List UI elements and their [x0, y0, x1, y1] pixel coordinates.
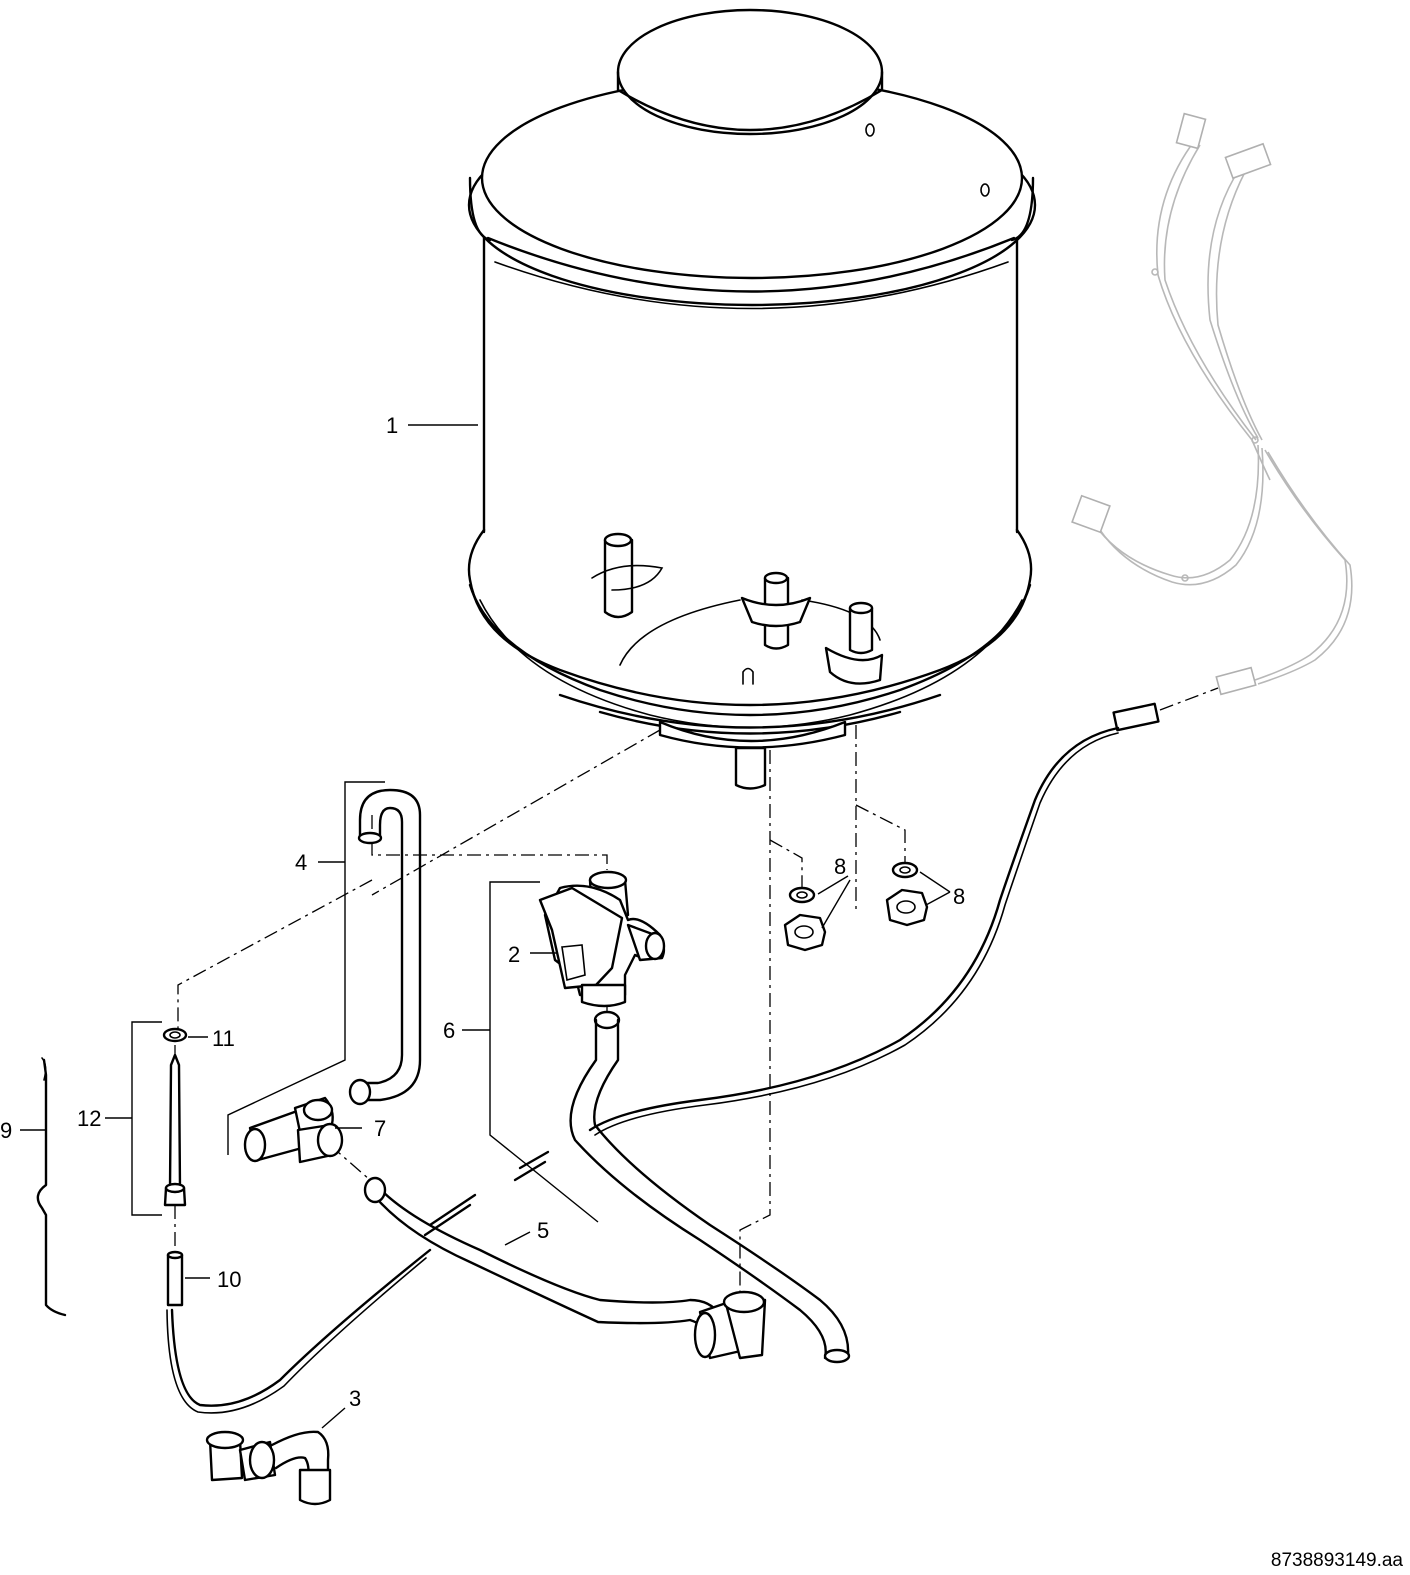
label-8-right: 8 — [953, 884, 965, 909]
part-7-t-piece — [243, 1096, 362, 1164]
label-11: 11 — [212, 1026, 235, 1051]
label-7: 7 — [374, 1116, 386, 1141]
drawing-code: 8738893149.aa — [1271, 1550, 1404, 1571]
label-3: 3 — [349, 1386, 361, 1411]
label-1: 1 — [386, 413, 398, 438]
wiring-harness — [1071, 112, 1353, 711]
label-6: 6 — [443, 1018, 455, 1043]
label-9: 9 — [0, 1118, 12, 1143]
label-5: 5 — [537, 1218, 549, 1243]
part-8-nuts-washers-left — [783, 875, 851, 952]
part-2-valve — [530, 870, 666, 1008]
callout-labels: 1 2 3 4 5 6 7 8 8 9 10 11 12 — [0, 413, 965, 1411]
part-3-elbow-pipe — [205, 1407, 346, 1506]
part-12-sensor-assembly — [105, 1021, 210, 1307]
sensor-cable — [166, 702, 1160, 1414]
part-1-cylinder-tank — [408, 8, 1037, 790]
part-6-hose — [462, 881, 851, 1364]
label-12: 12 — [77, 1106, 101, 1131]
label-8-left: 8 — [834, 854, 846, 879]
part-5-hose — [363, 1176, 767, 1360]
label-4: 4 — [295, 850, 307, 875]
assembly-lines — [174, 725, 906, 1300]
label-2: 2 — [508, 942, 520, 967]
label-10: 10 — [217, 1267, 241, 1292]
part-9-clip — [20, 1057, 67, 1317]
part-4-hose — [227, 781, 422, 1155]
part-8-nuts-washers-right — [885, 861, 951, 927]
